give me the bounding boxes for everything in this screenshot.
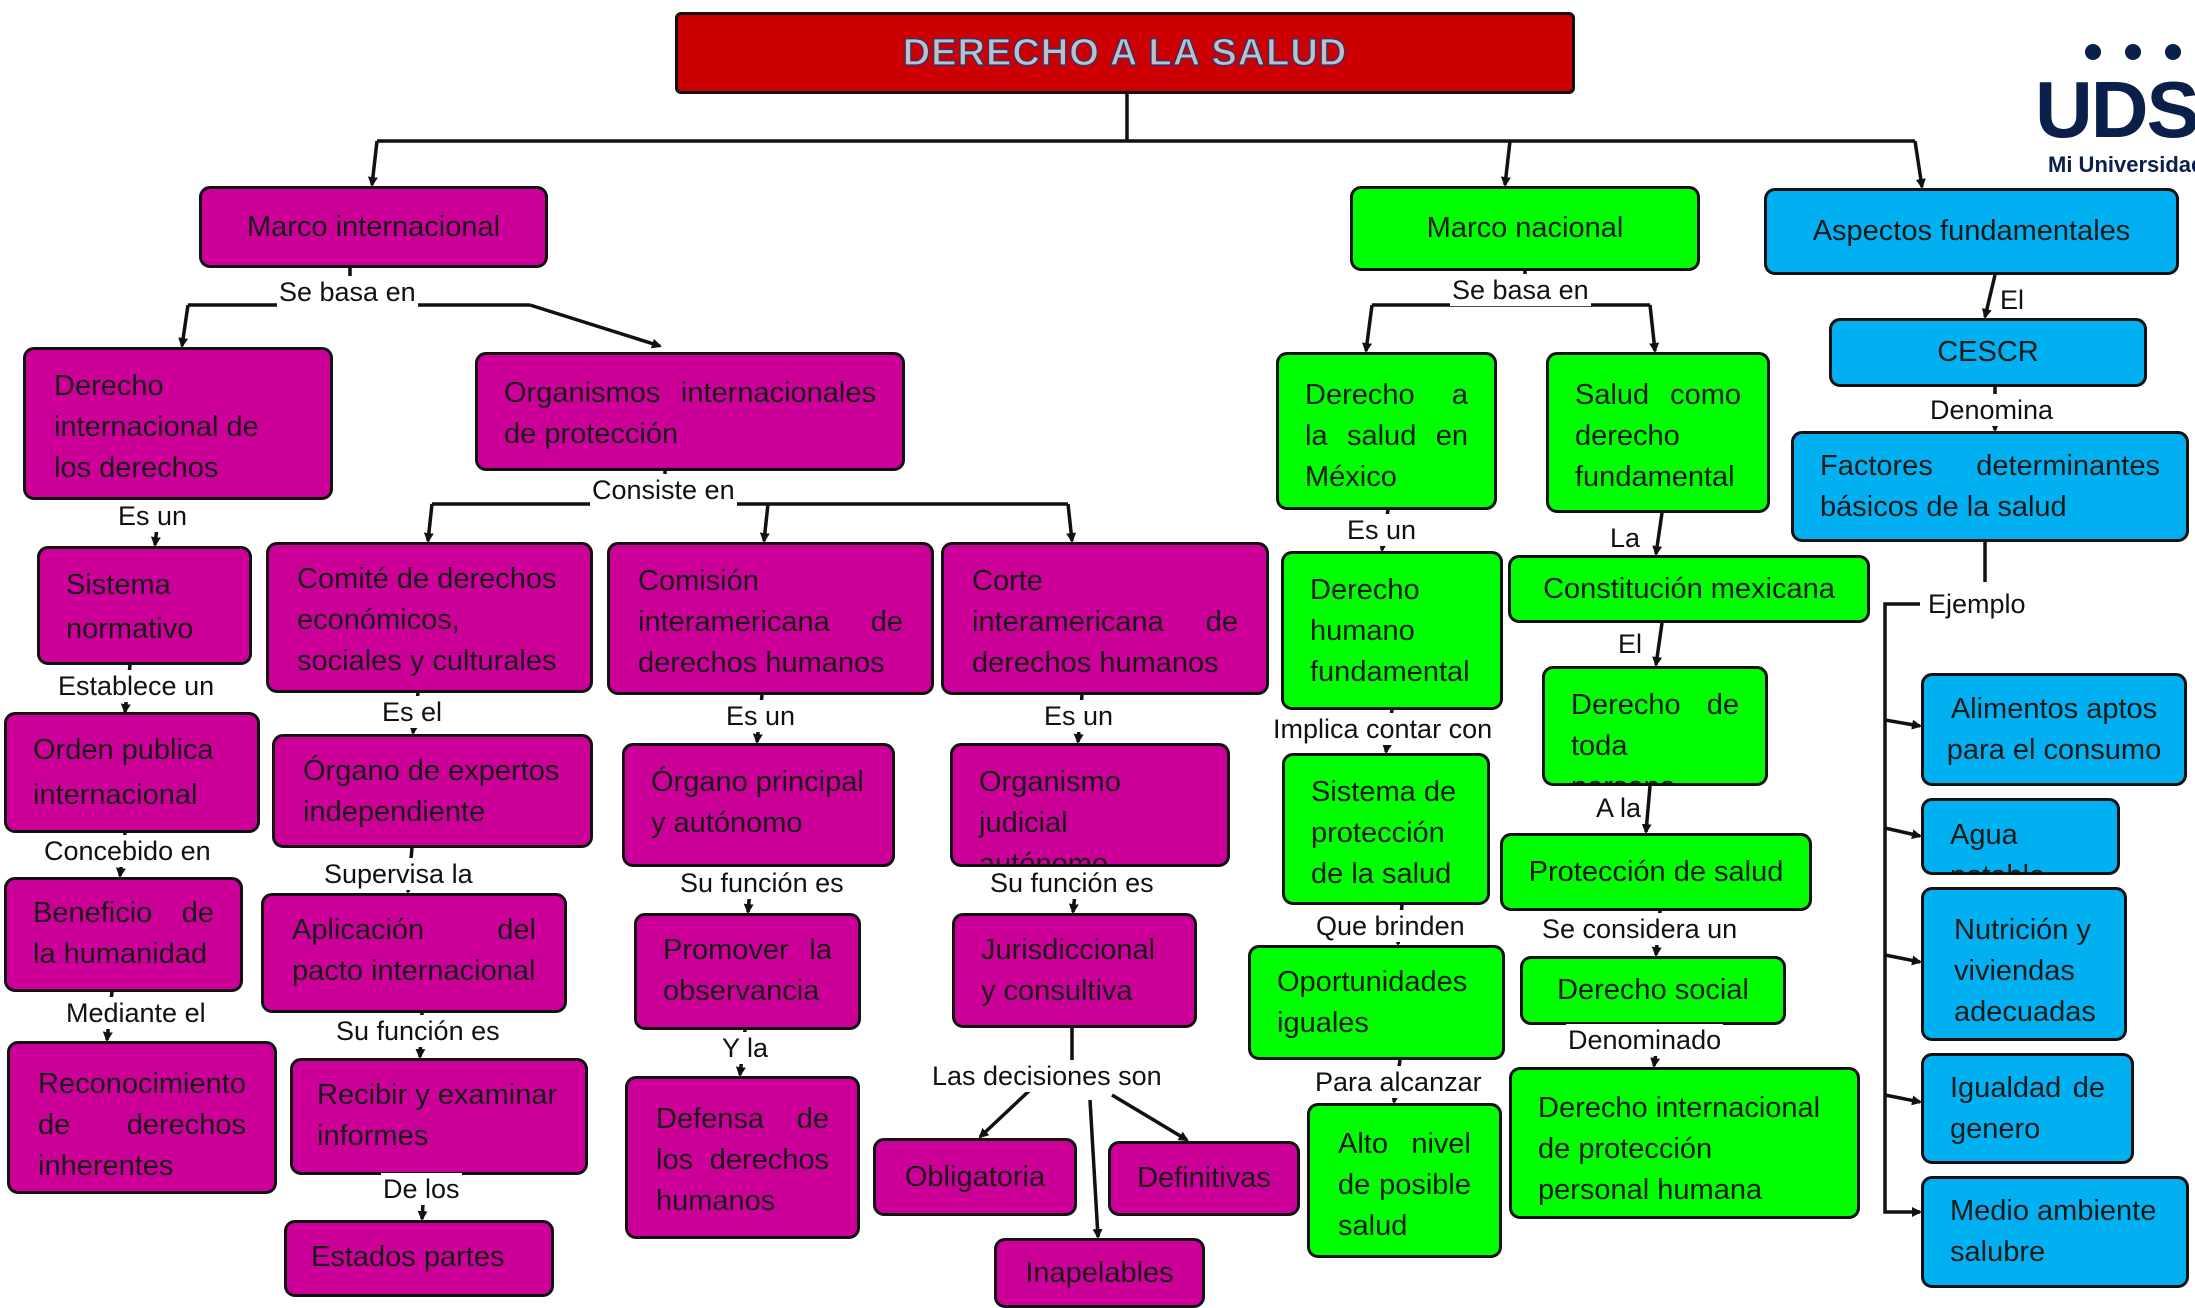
node-comite-desc: Comité de derechos económicos, sociales … — [266, 542, 593, 693]
example-igualdad-genero: Igualdad de genero — [1921, 1053, 2134, 1164]
node-sistema-proteccion: Sistema de protección de la salud — [1282, 753, 1490, 905]
node-decision-obligatoria: Obligatoria — [873, 1138, 1077, 1216]
link-corte-3: Las decisiones son — [930, 1060, 1164, 1092]
node-derecho-social: Derecho social — [1520, 956, 1786, 1025]
node-sistema-normativo: Sistema normativo — [37, 546, 252, 665]
map-title: DERECHO A LA SALUD — [675, 12, 1575, 94]
node-derecho-internacional-dh: Derecho internacional de los derechos hu… — [23, 347, 333, 500]
link-comision-2: Su función es — [678, 867, 846, 899]
node-organo-principal: Órgano principal y autónomo — [622, 743, 895, 867]
node-dipph: Derecho internacional de protección pers… — [1509, 1067, 1860, 1219]
link-comite-1: Es el — [380, 696, 445, 728]
link-ejemplo: Ejemplo — [1926, 588, 2028, 620]
node-derecho-salud-mexico: Derecho a la salud en México — [1276, 352, 1497, 510]
link-mexico-3: Que brinden — [1314, 910, 1467, 942]
link-comite-3: Su función es — [334, 1015, 502, 1047]
link-comision-3: Y la — [720, 1032, 771, 1064]
link-aspectos-2: Denomina — [1928, 394, 2056, 426]
link-dih-3: Concebido en — [42, 835, 213, 867]
node-marco-nacional: Marco nacional — [1350, 186, 1700, 271]
link-comite-2: Supervisa la — [322, 858, 475, 890]
logo-dots — [2085, 44, 2185, 64]
link-fund-3: A la — [1594, 792, 1644, 824]
node-aspectos-fundamentales: Aspectos fundamentales — [1764, 188, 2179, 275]
node-cescr: CESCR — [1829, 318, 2147, 387]
node-estados-partes: Estados partes — [284, 1220, 554, 1297]
link-corte-1: Es un — [1042, 700, 1116, 732]
link-mexico-2: Implica contar con — [1271, 713, 1495, 745]
link-mexico-1: Es un — [1345, 514, 1419, 546]
node-organismos-internacionales: Organismos internacionales de protección — [475, 352, 905, 471]
node-beneficio-humanidad: Beneficio de la humanidad — [4, 877, 243, 992]
link-fund-2: El — [1616, 628, 1645, 660]
link-fund-5: Denominado — [1566, 1024, 1724, 1056]
link-comision-1: Es un — [724, 700, 798, 732]
node-oportunidades-iguales: Oportunidades iguales — [1248, 945, 1505, 1060]
node-alto-nivel-salud: Alto nivel de posible salud — [1307, 1103, 1502, 1258]
link-dih-4: Mediante el — [64, 997, 208, 1029]
node-marco-internacional: Marco internacional — [199, 186, 548, 268]
node-salud-derecho-fundamental: Salud como derecho fundamental — [1546, 352, 1770, 513]
node-jurisdiccional-consultiva: Jurisdiccional y consultiva — [952, 913, 1197, 1028]
logo-tagline: Mi Universidad — [2048, 152, 2195, 177]
node-recibir-informes: Recibir y examinar informes — [290, 1058, 588, 1175]
node-aplicacion-pacto: Aplicación del pacto internacional — [261, 893, 567, 1013]
node-orden-publica: Orden publica internacional — [4, 712, 260, 833]
link-se-basa-en-internacional: Se basa en — [277, 276, 418, 308]
link-comite-4: De los — [381, 1173, 462, 1205]
link-aspectos-1: El — [1998, 284, 2027, 316]
link-fund-4: Se considera un — [1540, 913, 1740, 945]
node-constitucion-mexicana: Constitución mexicana — [1508, 555, 1870, 623]
node-derecho-toda-persona: Derecho de toda persona — [1542, 666, 1768, 786]
node-proteccion-salud: Protección de salud — [1500, 833, 1812, 911]
link-dih-2: Establece un — [56, 670, 217, 702]
node-reconocimiento-derechos: Reconocimiento de derechos inherentes — [7, 1041, 277, 1194]
node-corte-idh: Corte interamericana de derechos humanos — [941, 542, 1269, 695]
node-comision-idh: Comisión interamericana de derechos huma… — [607, 542, 934, 695]
node-derecho-humano-fundamental: Derecho humano fundamental — [1281, 551, 1503, 710]
node-promover-observancia: Promover la observancia — [634, 913, 861, 1030]
link-se-basa-en-nacional: Se basa en — [1450, 274, 1591, 306]
example-nutricion-viviendas: Nutrición y viviendas adecuadas — [1921, 887, 2127, 1041]
link-dih-1: Es un — [116, 500, 190, 532]
example-medio-ambiente: Medio ambiente salubre — [1921, 1176, 2189, 1288]
node-decision-inapelables: Inapelables — [994, 1238, 1205, 1308]
link-fund-1: La — [1608, 522, 1643, 554]
logo-brand: UDS — [2035, 65, 2195, 154]
link-corte-2: Su función es — [988, 867, 1156, 899]
node-decision-definitivas: Definitivas — [1108, 1141, 1300, 1216]
node-organo-expertos: Órgano de expertos independiente — [272, 734, 593, 848]
link-consiste-en: Consiste en — [590, 474, 737, 506]
node-organismo-judicial: Organismo judicial autónomo — [950, 743, 1230, 867]
node-defensa-derechos: Defensa de los derechos humanos — [625, 1076, 860, 1239]
node-factores-determinantes: Factores determinantes básicos de la sal… — [1791, 431, 2189, 542]
example-agua-potable: Agua potable — [1921, 798, 2120, 875]
example-alimentos: Alimentos aptos para el consumo — [1921, 673, 2187, 786]
link-mexico-4: Para alcanzar — [1313, 1066, 1484, 1098]
